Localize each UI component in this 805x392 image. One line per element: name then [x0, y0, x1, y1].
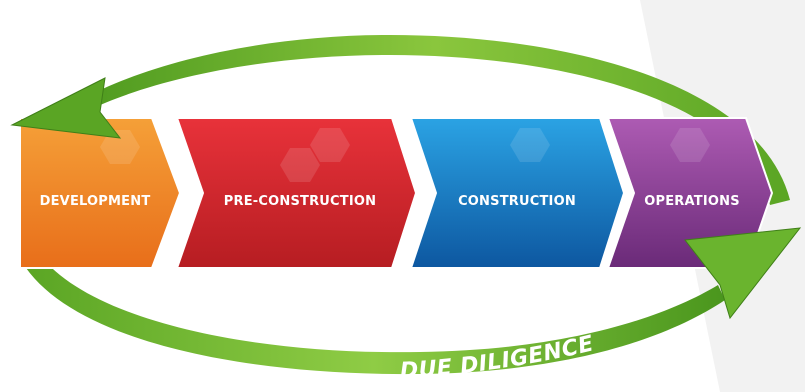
stage-development: DEVELOPMENT	[19, 117, 182, 269]
stage-label: PRE-CONSTRUCTION	[224, 194, 376, 209]
stage-label: OPERATIONS	[644, 194, 740, 209]
bottom-arrow-head	[684, 227, 802, 320]
top-arrow-head	[10, 77, 122, 139]
stage-construction: CONSTRUCTION	[409, 117, 626, 269]
stage-pre-construction: PRE-CONSTRUCTION	[175, 117, 418, 269]
bottom-arrow-body	[22, 255, 725, 375]
stage-label: CONSTRUCTION	[458, 194, 576, 209]
top-arrow-tail	[80, 35, 790, 205]
stage-label: DEVELOPMENT	[40, 194, 151, 209]
hexagon-pattern	[100, 128, 710, 182]
stage-operations: OPERATIONS	[606, 117, 774, 269]
bottom-arrow-label: DUE DILIGENCE	[399, 331, 596, 383]
